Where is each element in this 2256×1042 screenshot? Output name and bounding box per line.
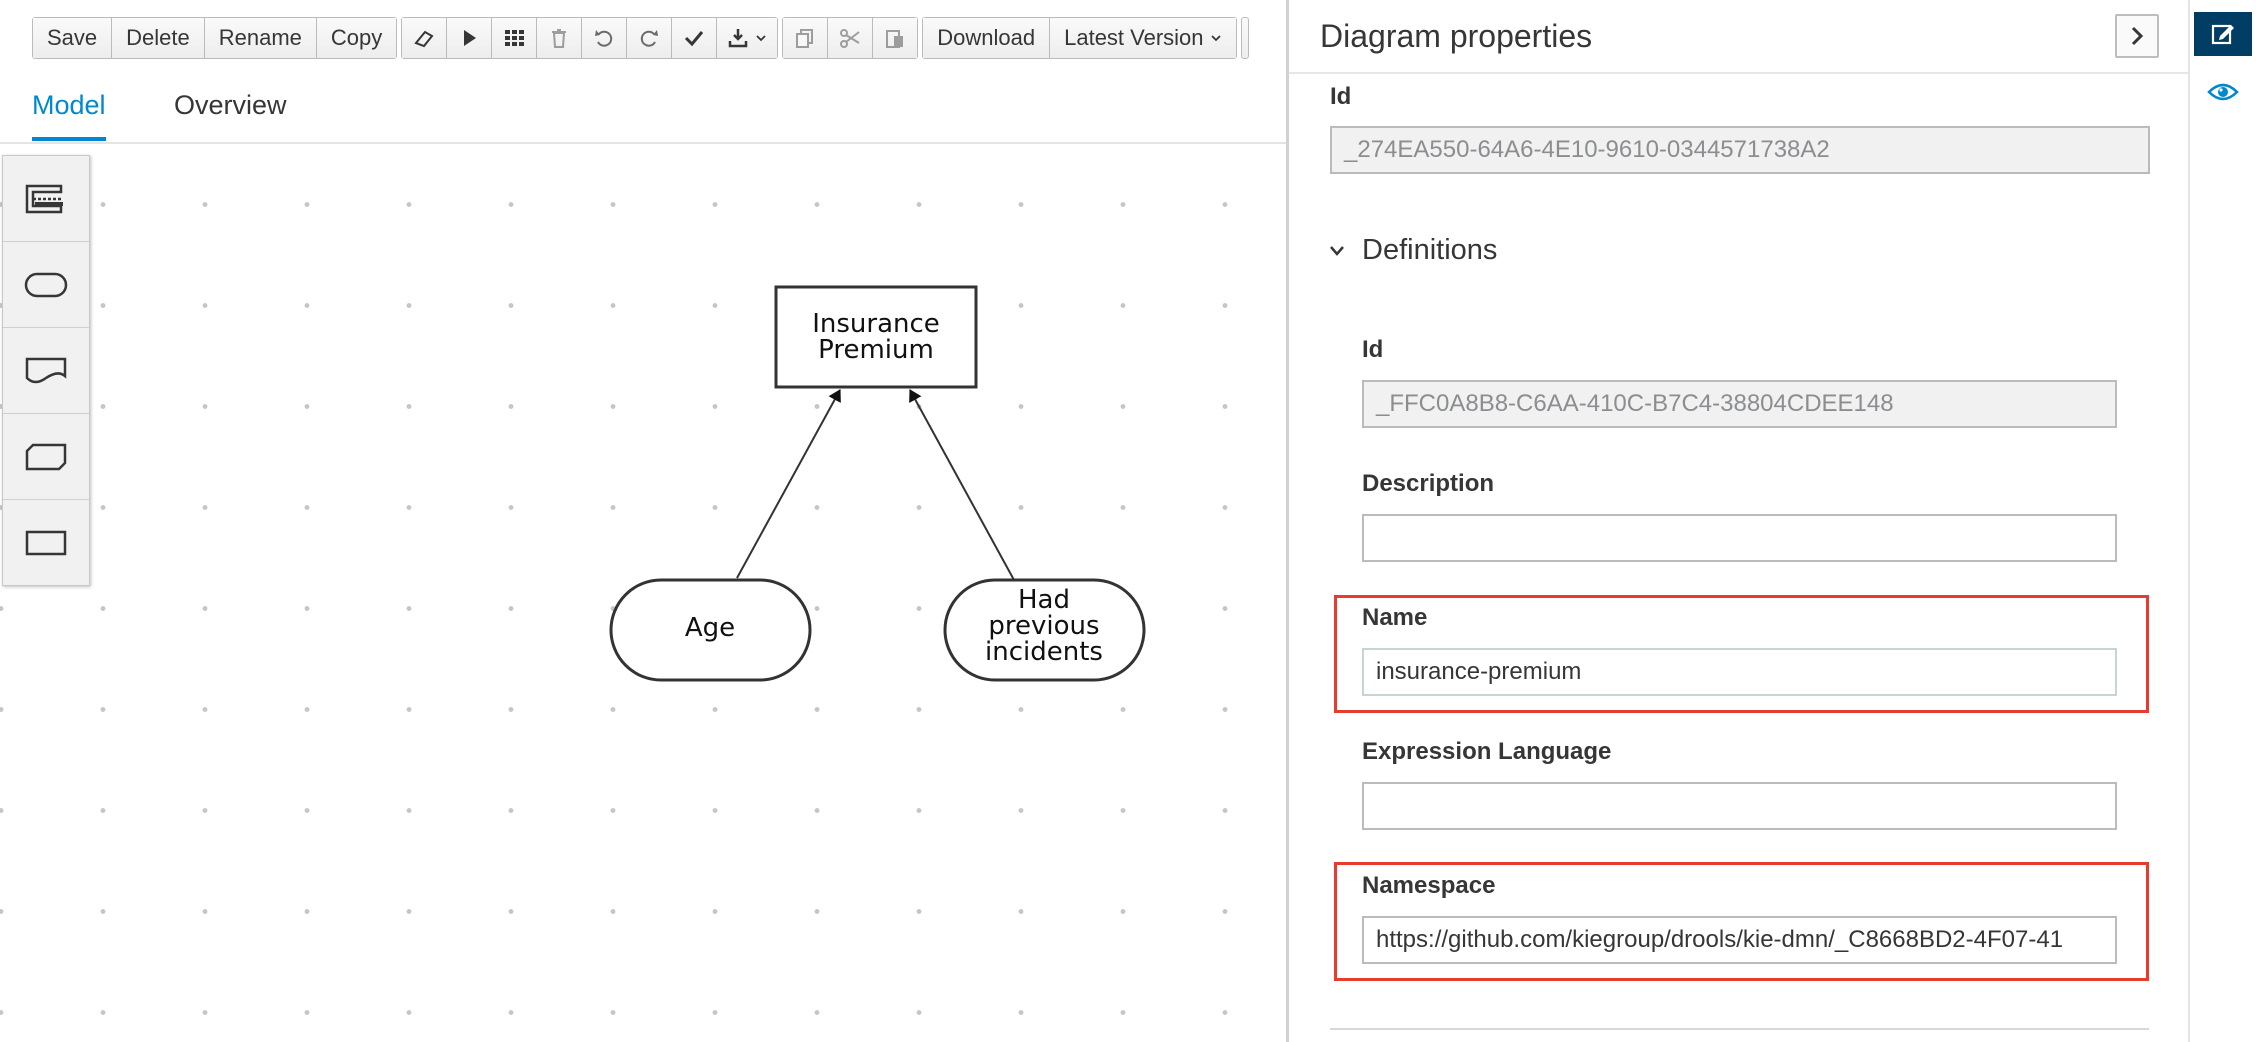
properties-rail-button[interactable]	[2194, 12, 2252, 56]
cut-button[interactable]	[828, 18, 874, 58]
namespace-label: Namespace	[1362, 872, 1496, 899]
decision-label-line: Premium	[818, 335, 934, 365]
palette-knowledge-source[interactable]	[3, 328, 89, 414]
editor-toolbar: Save Delete Rename Copy	[32, 17, 1253, 59]
input-node-age[interactable]: Age	[609, 578, 812, 682]
diagram-properties-panel: Diagram properties Id _274EA550-64A6-4E1…	[1289, 0, 2190, 1042]
tab-overview[interactable]: Overview	[174, 90, 287, 120]
play-icon	[464, 30, 477, 46]
clipboard-group	[782, 17, 919, 59]
dmn-editor: Save Delete Rename Copy	[0, 0, 1289, 1042]
version-group: Download Latest Version	[922, 17, 1237, 59]
undo-icon	[595, 30, 613, 47]
grid-icon	[505, 30, 525, 46]
apply-button[interactable]	[672, 18, 718, 58]
download-button[interactable]: Download	[923, 18, 1051, 58]
input-data-icon	[24, 272, 68, 297]
description-field[interactable]	[1362, 514, 2117, 562]
export-dropdown[interactable]	[717, 18, 778, 58]
copy-selection-button[interactable]	[783, 18, 829, 58]
latest-version-label: Latest Version	[1064, 25, 1204, 50]
definitions-id-label: Id	[1362, 336, 1384, 363]
chevron-down-icon	[1210, 35, 1221, 42]
id-label: Id	[1330, 83, 1352, 110]
file-actions-group: Save Delete Rename Copy	[32, 17, 398, 59]
palette-input-data[interactable]	[3, 242, 89, 328]
redo-button[interactable]	[627, 18, 673, 58]
rename-button[interactable]: Rename	[204, 18, 317, 58]
copy-button[interactable]: Copy	[316, 18, 397, 58]
name-highlight-box	[1334, 595, 2149, 713]
overflow-group-edge	[1240, 17, 1249, 59]
delete-selection-button[interactable]	[537, 18, 583, 58]
eye-icon	[2207, 83, 2239, 101]
clear-button[interactable]	[402, 18, 448, 58]
properties-header: Diagram properties	[1289, 0, 2188, 74]
palette-business-knowledge-model[interactable]	[3, 414, 89, 500]
eraser-icon	[414, 30, 434, 48]
definitions-section-toggle[interactable]: Definitions	[1328, 234, 1497, 267]
grid-button[interactable]	[492, 18, 538, 58]
cut-icon	[840, 29, 860, 48]
undo-button[interactable]	[582, 18, 628, 58]
section-divider	[1330, 1028, 2149, 1030]
name-label: Name	[1362, 604, 1428, 631]
definitions-id-field: _FFC0A8B8-C6AA-410C-B7C4-38804CDEE148	[1362, 380, 2117, 428]
side-rail	[2190, 0, 2256, 1042]
properties-title: Diagram properties	[1320, 18, 1593, 54]
paste-button[interactable]	[873, 18, 918, 58]
decision-service-icon	[25, 184, 63, 213]
copy-icon	[796, 29, 814, 48]
latest-version-dropdown[interactable]: Latest Version	[1050, 18, 1236, 58]
chevron-right-icon	[2131, 26, 2144, 46]
node-palette	[2, 155, 90, 586]
name-field[interactable]: insurance-premium	[1362, 648, 2117, 696]
chevron-down-icon	[756, 35, 766, 42]
id-field: _274EA550-64A6-4E10-9610-0344571738A2	[1330, 126, 2150, 174]
export-icon	[729, 29, 748, 48]
palette-decision-service[interactable]	[3, 156, 89, 242]
collapse-panel-button[interactable]	[2115, 14, 2159, 58]
check-icon	[685, 31, 704, 47]
input-label-line: Had	[1018, 585, 1070, 615]
chevron-down-icon	[1330, 245, 1344, 256]
expression-language-label: Expression Language	[1362, 738, 1612, 765]
description-label: Description	[1362, 470, 1495, 497]
edit-icon	[2211, 24, 2234, 45]
knowledge-source-icon	[25, 357, 67, 383]
namespace-field[interactable]: https://github.com/kiegroup/drools/kie-d…	[1362, 916, 2117, 964]
editor-tabs: Model Overview	[0, 72, 1286, 144]
validate-button[interactable]	[447, 18, 493, 58]
definitions-section-label: Definitions	[1362, 234, 1498, 266]
namespace-highlight-box	[1334, 862, 2149, 981]
input-node-had-previous-incidents[interactable]: Had previous incidents	[943, 578, 1146, 682]
input-label-line: previous	[988, 611, 1099, 641]
canvas-actions-group	[401, 17, 779, 59]
input-label-line: incidents	[985, 637, 1103, 667]
save-button[interactable]: Save	[33, 18, 113, 58]
redo-icon	[641, 30, 659, 47]
decision-node-insurance-premium[interactable]: Insurance Premium	[774, 285, 978, 389]
preview-rail-button[interactable]	[2194, 70, 2252, 114]
input-label-line: Age	[685, 613, 735, 643]
trash-icon	[552, 29, 567, 48]
expression-language-field[interactable]	[1362, 782, 2117, 830]
tab-model[interactable]: Model	[32, 90, 106, 141]
paste-icon	[886, 30, 904, 48]
business-knowledge-model-icon	[25, 443, 67, 470]
decision-icon	[25, 530, 67, 555]
delete-button[interactable]: Delete	[112, 18, 205, 58]
palette-decision[interactable]	[3, 500, 89, 585]
decision-label-line: Insurance	[812, 309, 940, 339]
